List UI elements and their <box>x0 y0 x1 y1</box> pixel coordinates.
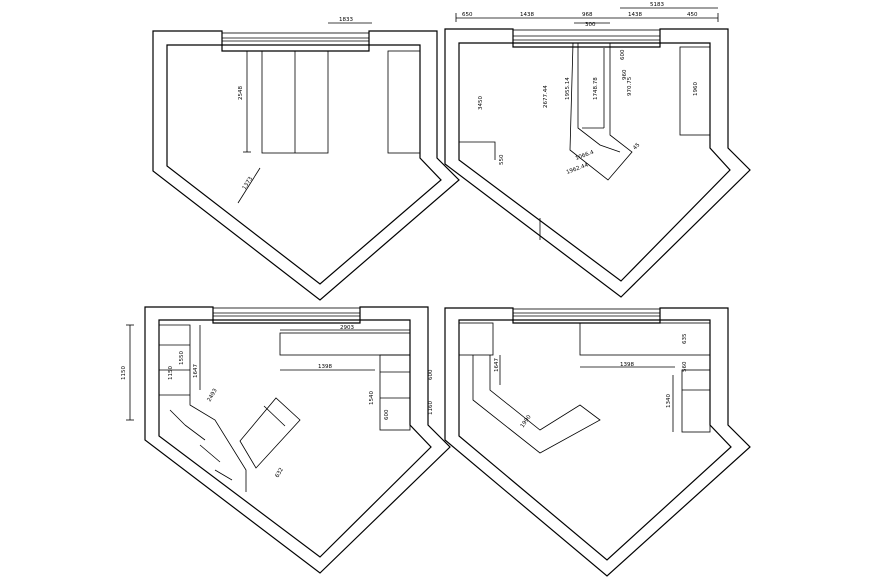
cabinet-right <box>679 46 711 136</box>
dim-label: 1955.14 <box>565 77 571 100</box>
dim-label: 635 <box>682 333 688 344</box>
l-island <box>239 397 301 469</box>
dim-label: 1160 <box>428 401 434 415</box>
dim-label: 1960 <box>693 82 699 96</box>
dim-label: 1438 <box>520 12 534 18</box>
dim-label: 1150 <box>121 366 127 380</box>
window-top <box>512 308 661 321</box>
counter-top <box>279 332 411 356</box>
plan-top-right: 650 1438 968 1438 450 5183 300 3450 2677… <box>444 2 751 298</box>
dim-label: 560 <box>682 361 688 372</box>
outer-wall <box>444 28 751 298</box>
window-top <box>212 307 361 321</box>
outer-wall <box>444 307 751 577</box>
dim-label: 1438 <box>628 12 642 18</box>
dim-label: 600 <box>428 369 434 380</box>
window-top <box>512 29 661 44</box>
stair-block <box>159 324 247 492</box>
dim-label: 1833 <box>339 17 353 23</box>
dim-label: 450 <box>687 12 698 18</box>
dim-label: 300 <box>585 22 596 28</box>
dim-label: 550 <box>499 154 505 165</box>
dim-label: 1748.78 <box>593 77 599 100</box>
dim-label: 632 <box>275 467 285 479</box>
dim-label: 968 <box>582 12 593 18</box>
plan-bottom-left: 1150 2903 1398 1647 2493 1540 600 600 11… <box>121 306 451 574</box>
l-counter <box>472 355 601 454</box>
dim-label: 2903 <box>340 325 354 331</box>
window-top <box>221 32 370 46</box>
dim-label: 2493 <box>207 387 219 403</box>
wardrobe-right <box>387 50 421 154</box>
dim-label: 1398 <box>620 362 634 368</box>
dim-label: 1398 <box>318 364 332 370</box>
corner-unit <box>569 42 633 181</box>
dim-label: 45 <box>632 142 642 152</box>
dim-label: 1962.44 <box>566 162 590 176</box>
cabinet-left <box>458 322 494 356</box>
plan-bottom-right: 1647 1398 635 560 1340 1990 <box>444 307 751 577</box>
plan-top-left: 2548 1833 1373 <box>152 17 460 301</box>
dim-label: 1340 <box>666 394 672 408</box>
dim-label: 1647 <box>494 358 500 372</box>
dim-label: 5183 <box>650 2 664 8</box>
outer-wall <box>152 30 460 301</box>
dim-label: 1066.4 <box>575 149 596 161</box>
dim-label: 2548 <box>238 86 244 100</box>
inner-wall <box>458 42 731 282</box>
dim-label: 1647 <box>193 364 199 378</box>
dim-label: 3450 <box>478 96 484 110</box>
dim-label: 650 <box>462 12 473 18</box>
inner-wall <box>158 319 432 558</box>
dim-label: 970.75 <box>627 76 633 96</box>
cabinet-right <box>379 354 411 431</box>
dim-label: 1540 <box>369 391 375 405</box>
dim-label: 1550 <box>179 351 185 365</box>
inner-wall <box>166 44 442 285</box>
dim-label: 960 <box>622 69 628 80</box>
dim-label: 1990 <box>520 414 533 429</box>
inner-wall <box>458 319 732 561</box>
dim-label: 2677.44 <box>543 85 549 108</box>
outer-wall <box>144 306 451 574</box>
counter-top <box>579 322 711 356</box>
dim-label: 600 <box>384 409 390 420</box>
dim-label: 1373 <box>242 176 255 191</box>
cabinet-right <box>681 369 711 433</box>
dim-label: 1150 <box>168 366 174 380</box>
dim-label: 600 <box>620 49 626 60</box>
